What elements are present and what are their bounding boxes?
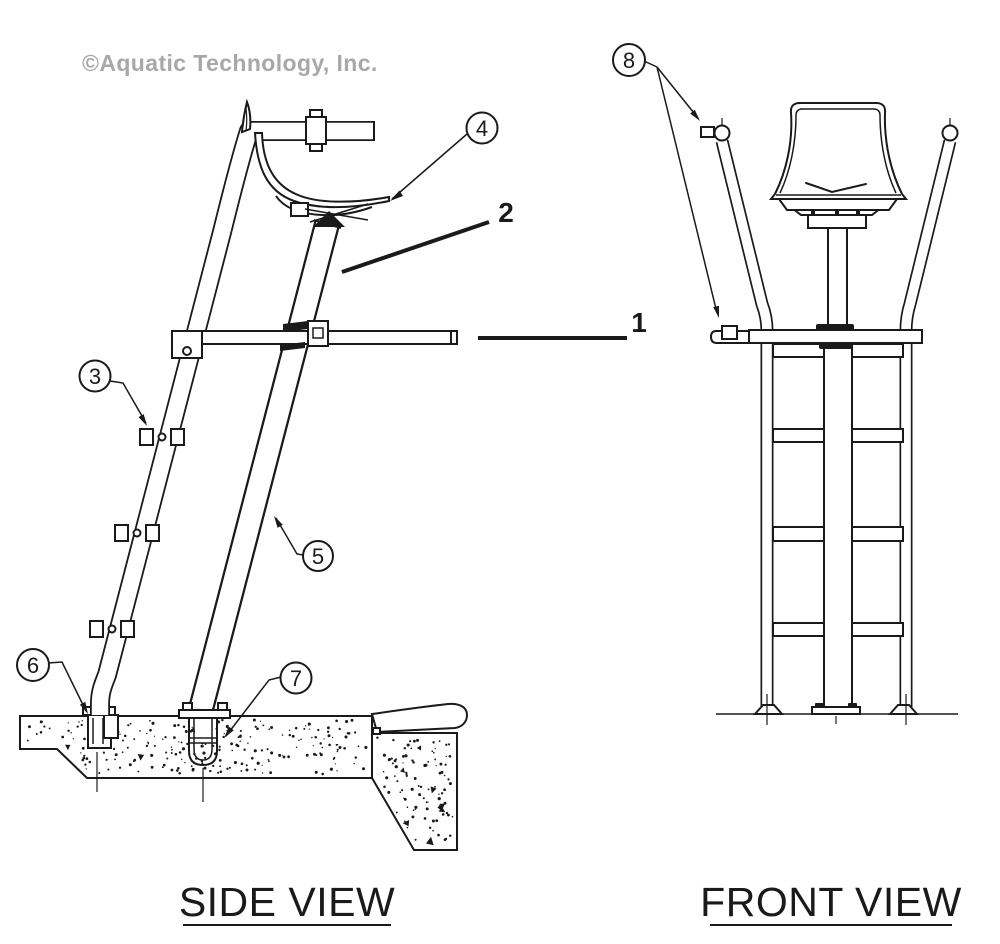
platform-front: [709, 324, 923, 349]
seat-pivot-dark: [313, 211, 345, 227]
main-support-tube: [188, 219, 342, 713]
platform-clamp-dark-bottom: [280, 342, 305, 351]
seat-shell: [253, 132, 390, 208]
platform-hook-channel: [709, 330, 748, 344]
rail-knobs: [700, 118, 959, 142]
side-view-label: SIDE VIEW: [179, 879, 395, 925]
bracket-hole: [182, 346, 192, 356]
deck-lower-block: [371, 732, 458, 851]
center-post-upper: [827, 226, 848, 332]
seat-bottom-band: [777, 198, 899, 211]
platform-clamp-dark-top: [283, 321, 308, 332]
post-clamp-dark-bottom: [819, 343, 852, 349]
front-view-drawing: 8: [612, 43, 959, 725]
center-post-lower: [823, 342, 853, 708]
callout-6-number: 6: [27, 653, 39, 678]
callout-2-number: 2: [498, 197, 514, 228]
deck-slab: [19, 715, 373, 779]
callout-8: 8: [612, 43, 719, 318]
leader-2: [341, 220, 490, 274]
callout-3-number: 3: [89, 364, 101, 389]
center-foot-plate: [811, 706, 861, 715]
side-view-drawing: 1 2 3 4 5: [16, 98, 647, 851]
knob-left: [713, 124, 731, 142]
callout-5: 5: [274, 516, 334, 572]
seat-crease: [805, 182, 867, 194]
ladder-rungs-side: [89, 428, 185, 638]
knob-right: [941, 124, 959, 142]
callout-5-number: 5: [312, 544, 324, 569]
clamp-bolt: [312, 327, 324, 339]
left-foot: [752, 704, 785, 715]
front-left-rail: [715, 139, 774, 707]
rung-clamp: [114, 524, 160, 542]
side-view-callouts: 1 2 3 4 5: [16, 111, 647, 738]
armrest-clamp: [305, 109, 327, 152]
callout-1-number: 1: [631, 307, 647, 338]
feet-and-ground: [716, 694, 958, 725]
coping-joint: [372, 727, 381, 735]
knob-pin-housing: [700, 126, 715, 138]
callout-7: 7: [224, 661, 313, 738]
watermark-text: ©Aquatic Technology, Inc.: [82, 50, 378, 76]
callout-3: 3: [78, 359, 147, 426]
anchor-fitting-square: [721, 325, 738, 340]
view-labels: SIDE VIEW FRONT VIEW: [179, 879, 962, 926]
pool-coping-bullnose: [370, 702, 469, 734]
front-right-rail: [899, 139, 957, 707]
callout-4-number: 4: [476, 116, 488, 141]
callout-4: 4: [390, 111, 499, 201]
rung-clamp: [89, 620, 135, 638]
seat-side: [240, 98, 390, 227]
callout-7-number: 7: [290, 666, 302, 691]
post-clamp-dark-top: [816, 324, 854, 331]
seat-pan-front-edge: [275, 195, 373, 217]
right-foot: [887, 704, 920, 715]
platform-clamp: [307, 320, 329, 347]
rung-clamp: [139, 428, 185, 446]
seat-front: [768, 102, 909, 211]
front-view-label: FRONT VIEW: [700, 879, 962, 925]
front-rail-tube: [90, 121, 375, 715]
u-bolt-anchor: [178, 702, 231, 767]
platform-side: [171, 320, 458, 359]
callout-6: 6: [16, 648, 88, 714]
callout-8-number: 8: [623, 48, 635, 73]
